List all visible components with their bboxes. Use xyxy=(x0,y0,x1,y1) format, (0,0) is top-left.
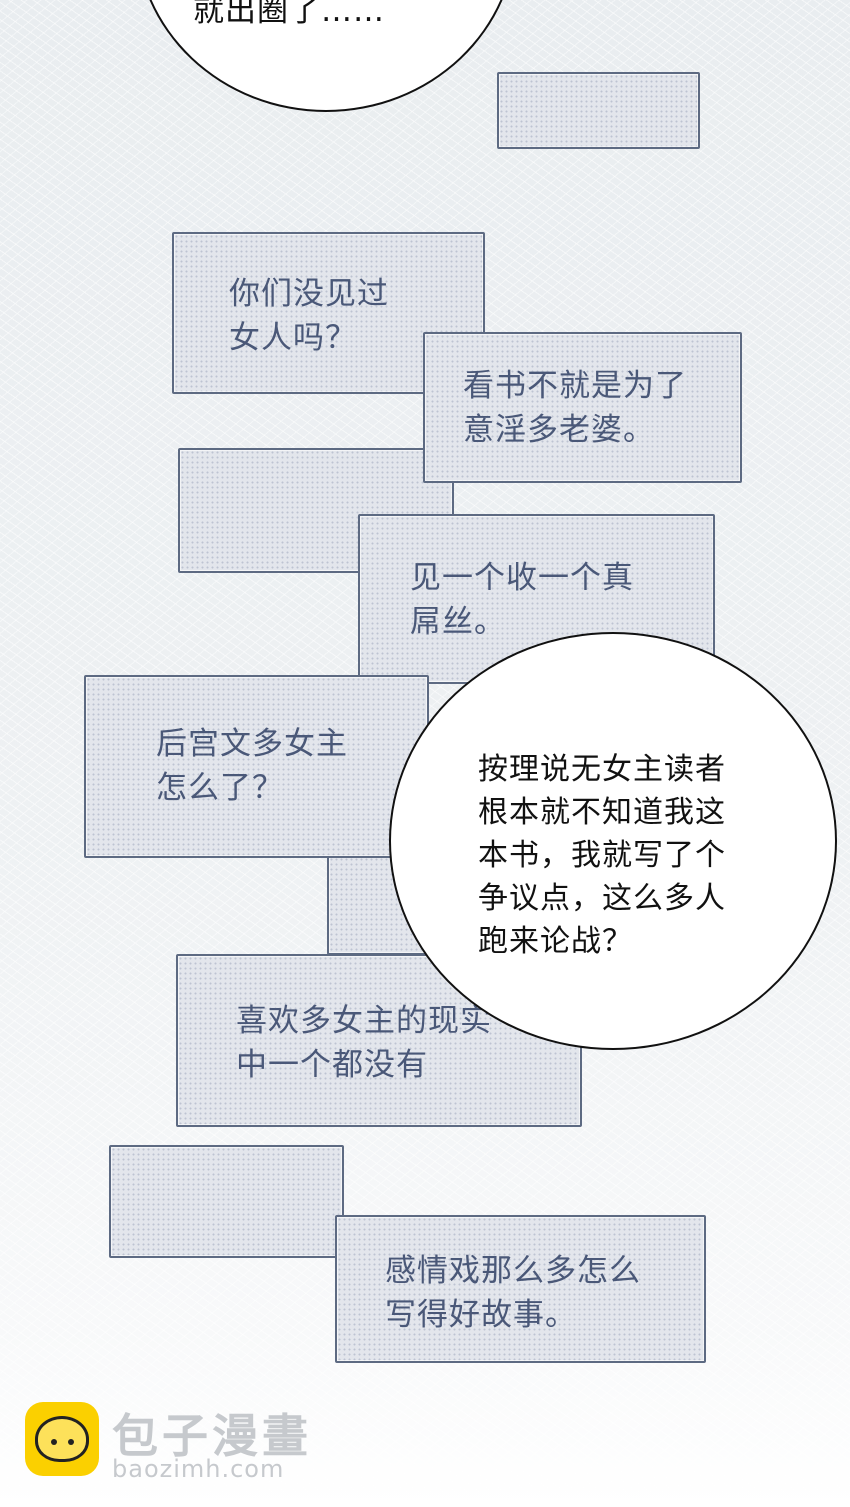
comment-text: 看书不就是为了 意淫多老婆。 xyxy=(463,368,687,448)
main-bubble-text: 按理说无女主读者 根本就不知道我这 本书，我就写了个 争议点，这么多人 跑来论战… xyxy=(478,752,726,959)
comment-text: 感情戏那么多怎么 写得好故事。 xyxy=(385,1253,641,1333)
comment-text: 喜欢多女主的现实 中一个都没有 xyxy=(236,1003,492,1083)
empty-comment-panel xyxy=(497,72,700,149)
empty-comment-panel xyxy=(109,1145,344,1258)
watermark-site: baozimh.com xyxy=(112,1455,285,1483)
bun-mascot-icon xyxy=(25,1402,99,1476)
bun-face xyxy=(35,1416,89,1462)
watermark-brand: 包子漫畫 xyxy=(112,1409,312,1463)
comment-text: 见一个收一个真 屌丝。 xyxy=(410,560,634,640)
comment-panel: 感情戏那么多怎么 写得好故事。 xyxy=(335,1215,706,1363)
main-speech-bubble xyxy=(389,632,837,1050)
comment-panel: 看书不就是为了 意淫多老婆。 xyxy=(423,332,742,483)
comment-panel: 后宫文多女主 怎么了？ xyxy=(84,675,429,858)
eye xyxy=(51,1439,57,1445)
top-bubble-text: 就出圈了…… xyxy=(193,0,385,29)
eye xyxy=(68,1439,74,1445)
comment-text: 你们没见过 女人吗？ xyxy=(229,276,389,356)
comment-text: 后宫文多女主 怎么了？ xyxy=(156,726,348,806)
